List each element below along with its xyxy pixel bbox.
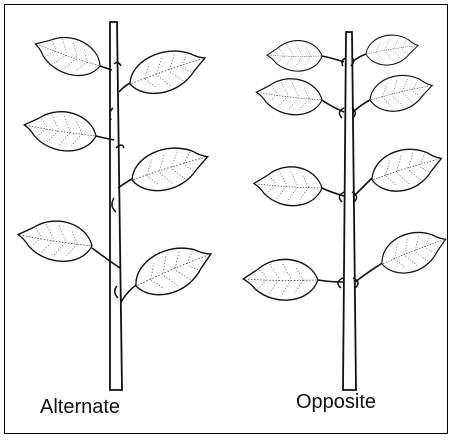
alt-leaf-5 [15, 214, 120, 268]
alternate-plant [15, 22, 219, 390]
opposite-plant [243, 31, 453, 390]
alt-leaf-6 [121, 235, 219, 304]
alt-leaf-4 [118, 138, 213, 198]
opposite-label: Opposite [296, 391, 376, 414]
opposite-stem [343, 32, 356, 390]
node-1 [266, 31, 420, 72]
alt-leaf-1 [30, 27, 112, 84]
alt-leaf-3 [21, 105, 114, 156]
alt-leaf-2 [119, 40, 211, 101]
alternate-label: Alternate [40, 396, 120, 419]
